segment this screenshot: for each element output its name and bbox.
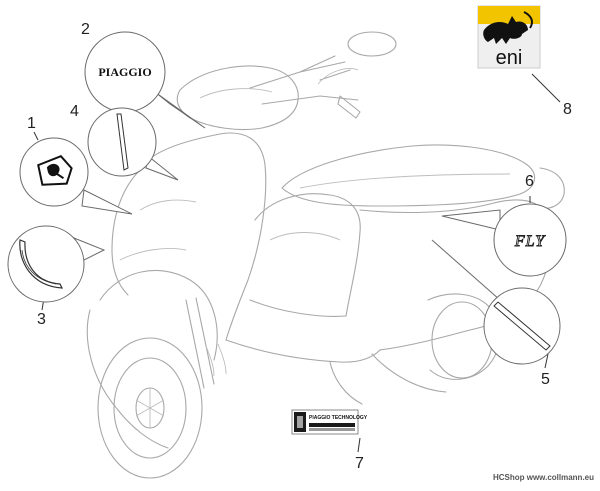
detail-bubble-6: FLY (441, 203, 567, 277)
shop-watermark: HCShop www.collmann.eu (492, 473, 594, 482)
callout-3: 3 (37, 311, 46, 328)
detail-bubble-1 (19, 137, 133, 215)
piaggio-technology-text: PIAGGIO TECHNOLOGY (309, 415, 368, 421)
fender-trim-icon (19, 239, 64, 289)
detail-bubble-4 (87, 107, 179, 181)
callout-4: 4 (70, 103, 79, 120)
eni-decal: eni (477, 5, 541, 69)
eni-text: eni (496, 47, 523, 69)
fly-badge-text: FLY (514, 233, 546, 250)
callout-5: 5 (541, 371, 550, 388)
piaggio-logo-text: PIAGGIO (98, 65, 151, 79)
callout-1: 1 (27, 115, 36, 132)
detail-bubble-5 (431, 239, 561, 365)
callout-7: 7 (355, 455, 364, 472)
detail-bubble-2: PIAGGIO (84, 31, 206, 129)
detail-bubble-3 (7, 225, 106, 303)
trim-strip-icon (116, 113, 129, 171)
six-legged-dog-icon (483, 11, 533, 44)
callout-2: 2 (81, 21, 90, 38)
piaggio-technology-decal: PIAGGIO TECHNOLOGY (291, 409, 368, 435)
leader-1 (33, 131, 39, 141)
leader-8 (531, 73, 561, 103)
leader-7 (357, 437, 361, 453)
side-strip-icon (493, 301, 551, 351)
callout-6: 6 (525, 173, 534, 190)
callout-8: 8 (563, 101, 572, 118)
piaggio-emblem-icon (37, 155, 73, 186)
leader-5 (544, 353, 549, 369)
